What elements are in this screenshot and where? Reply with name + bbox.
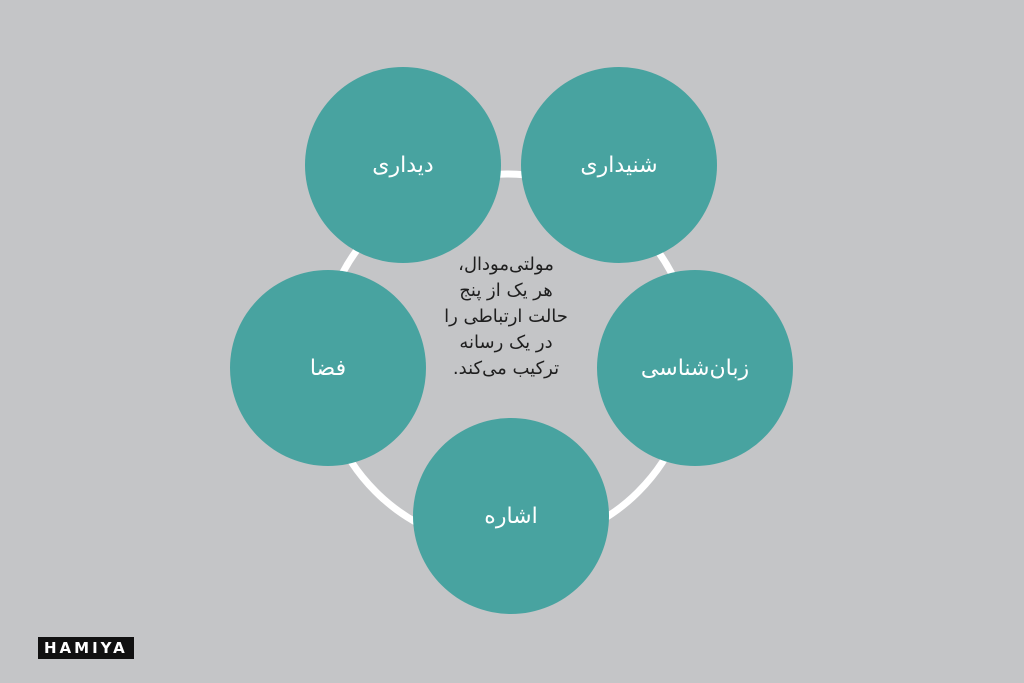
center-description: مولتی‌مودال، هر یک از پنج حالت ارتباطی ر… [402,252,610,382]
node-auditory: شنیداری [521,67,717,263]
node-label-spatial: فضا [309,355,347,381]
node-linguistic: زبان‌شناسی [597,270,793,466]
center-description-line: مولتی‌مودال، [458,254,554,275]
node-label-visual: دیداری [372,152,434,178]
center-description-line: ترکیب می‌کند. [452,358,560,379]
center-description-line: هر یک از پنج [459,280,553,301]
node-label-auditory: شنیداری [580,152,658,178]
node-label-linguistic: زبان‌شناسی [640,355,750,381]
node-gestural: اشاره [413,418,609,614]
node-visual: دیداری [305,67,501,263]
center-description-line: در یک رسانه [459,332,553,353]
node-spatial: فضا [230,270,426,466]
node-label-gestural: اشاره [484,503,538,529]
brand-logo: HAMIYA [38,637,134,659]
center-description-line: حالت ارتباطی را [444,306,568,327]
